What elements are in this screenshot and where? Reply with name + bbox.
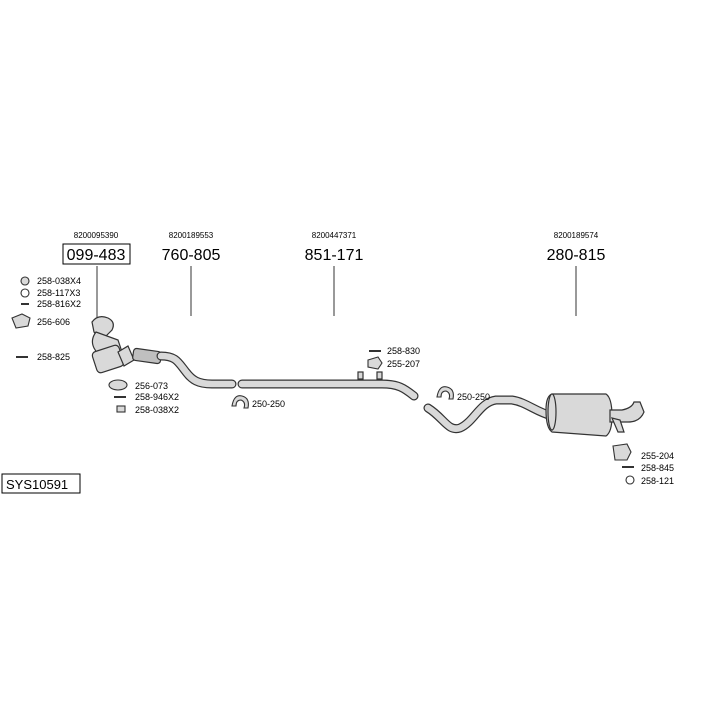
oem-number-middle-pipe: 8200447371: [312, 231, 357, 240]
accessory-label[interactable]: 258-121: [641, 476, 674, 486]
accessory-label[interactable]: 255-207: [387, 359, 420, 369]
part-number-middle-pipe[interactable]: 851-171: [305, 247, 364, 264]
accessory-label[interactable]: 258-845: [641, 463, 674, 473]
accessory-label[interactable]: 258-825: [37, 352, 70, 362]
accessory-label[interactable]: 258-038X2: [135, 405, 179, 415]
ring-icon[interactable]: [20, 288, 30, 298]
nut-icon[interactable]: [116, 405, 126, 413]
accessory-label[interactable]: 258-038X4: [37, 276, 81, 286]
nut-icon[interactable]: [20, 276, 30, 286]
accessory-label[interactable]: 255-204: [641, 451, 674, 461]
part-number-rear-silencer[interactable]: 280-815: [547, 247, 606, 264]
system-code-box: [1, 473, 81, 494]
accessory-label[interactable]: 258-816X2: [37, 299, 81, 309]
accessory-label[interactable]: 256-606: [37, 317, 70, 327]
accessory-label[interactable]: 256-073: [135, 381, 168, 391]
accessory-label[interactable]: 258-117X3: [37, 288, 80, 298]
rubber-mount-icon[interactable]: [367, 356, 383, 370]
gasket-icon[interactable]: [11, 313, 31, 329]
system-code: SYS10591: [6, 477, 68, 492]
accessory-label[interactable]: 250-250: [457, 392, 490, 402]
oem-number-rear-silencer: 8200189574: [554, 231, 599, 240]
clamp-icon[interactable]: [231, 395, 249, 409]
accessory-label[interactable]: 258-946X2: [135, 392, 179, 402]
part-number-front-pipe[interactable]: 760-805: [162, 247, 221, 264]
catalyst-assembly[interactable]: [91, 316, 135, 374]
part-number-catalyst[interactable]: 099-483: [67, 247, 126, 264]
oem-number-catalyst: 8200095390: [74, 231, 119, 240]
clamp-icon[interactable]: [436, 386, 454, 400]
rubber-mount-icon[interactable]: [612, 443, 632, 461]
accessory-label[interactable]: 258-830: [387, 346, 420, 356]
rear-silencer-shape[interactable]: [423, 393, 645, 437]
gasket-icon[interactable]: [108, 379, 128, 391]
catalyst-number-box: [62, 243, 131, 265]
middle-pipe-shape[interactable]: [237, 371, 419, 401]
accessory-label[interactable]: 250-250: [252, 399, 285, 409]
ring-icon[interactable]: [625, 475, 635, 485]
front-pipe-shape[interactable]: [132, 347, 237, 389]
oem-number-front-pipe: 8200189553: [169, 231, 214, 240]
